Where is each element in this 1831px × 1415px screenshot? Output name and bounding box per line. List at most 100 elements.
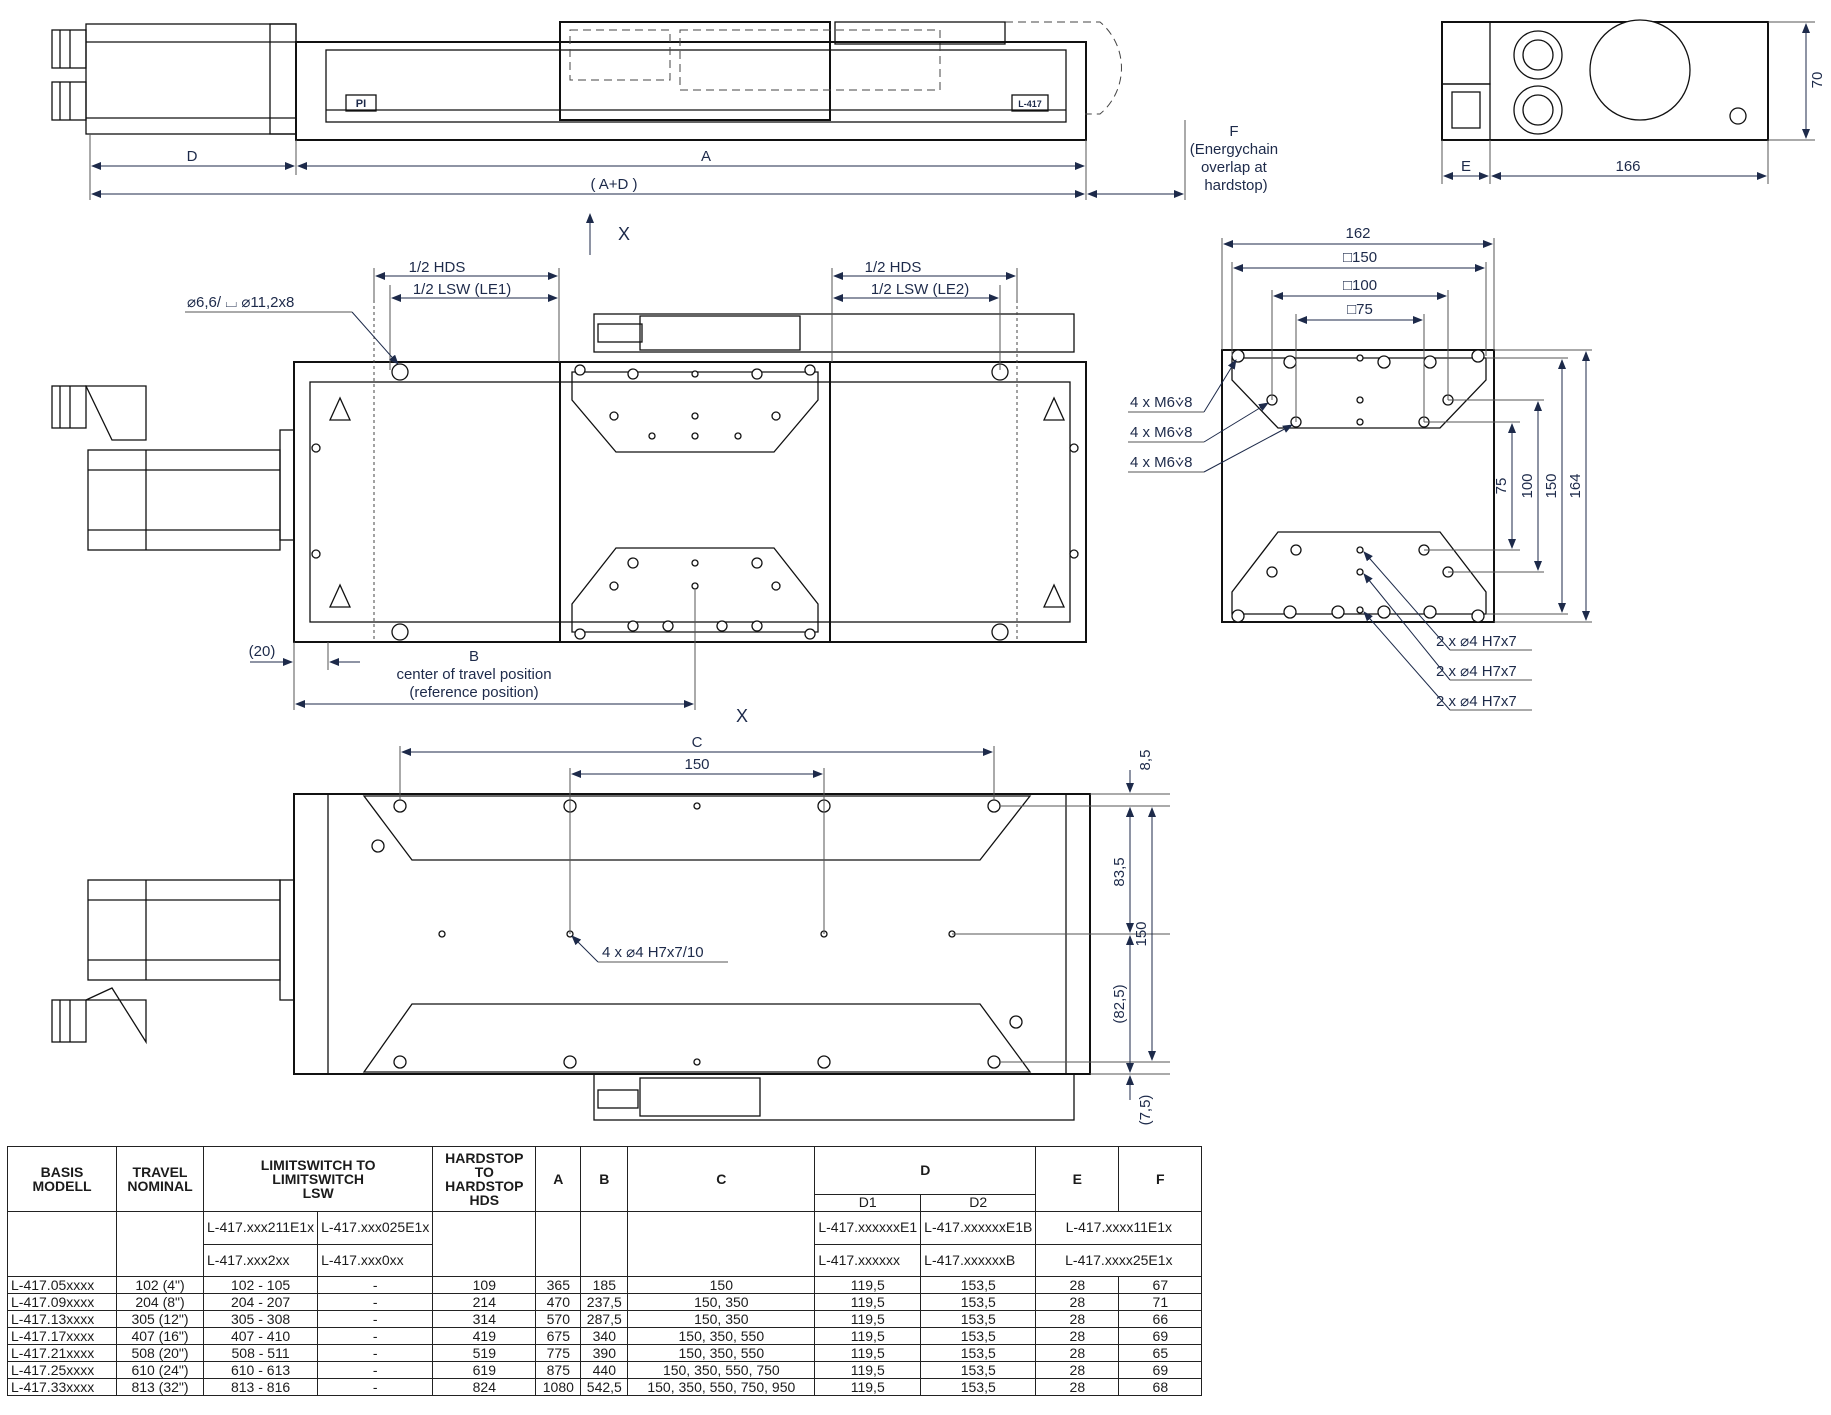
bottom-pin-callout: 4 x ⌀4 H7x7/10 [602, 944, 704, 961]
x-axis-label-bottom: X [736, 706, 748, 726]
pin-callout-2: 2 x ⌀4 H7x7 [1436, 663, 1517, 680]
table-cell: 153,5 [920, 1310, 1037, 1328]
table-cell: 109 [432, 1276, 537, 1294]
table-cell: 675 [535, 1327, 582, 1345]
table-cell: 153,5 [920, 1327, 1037, 1345]
table-cell: - [317, 1276, 434, 1294]
table-cell: 150, 350 [627, 1310, 816, 1328]
table-cell: 66 [1118, 1310, 1203, 1328]
mounting-hole-callout: ⌀6,6/ ⌴ ⌀11,2x8 [187, 294, 294, 311]
table-cell: 570 [535, 1310, 582, 1328]
e-variant-1: L-417.xxxx11E1x [1035, 1211, 1203, 1245]
table-cell: 1080 [535, 1378, 582, 1396]
table-cell: 365 [535, 1276, 582, 1294]
reference-position-label: (reference position) [409, 684, 538, 701]
dim-c-label: C [692, 734, 703, 751]
dim-162-label: 162 [1345, 225, 1370, 242]
table-cell: L-417.05xxxx [7, 1276, 117, 1294]
table-cell: 28 [1035, 1344, 1120, 1362]
table-cell: 237,5 [580, 1293, 629, 1311]
table-cell: L-417.13xxxx [7, 1310, 117, 1328]
table-cell: 119,5 [814, 1293, 922, 1311]
header-f: F [1118, 1146, 1203, 1212]
dim-b-label: B [469, 648, 479, 665]
x-axis-label-top: X [618, 224, 630, 244]
thread-callout-2: 4 x M6⩒8 [1130, 424, 1192, 441]
carriage-plate [1221, 349, 1495, 623]
table-cell: 287,5 [580, 1310, 629, 1328]
table-variant-row-2: L-417.xxx2xx L-417.xxx0xx L-417.xxxxxx L… [8, 1243, 1203, 1277]
lsw2-variant-1: L-417.xxx025E1x [317, 1211, 434, 1245]
header-c: C [627, 1146, 816, 1212]
motor-housing-bottom [87, 879, 281, 981]
table-cell: 610 - 613 [202, 1361, 319, 1379]
logo-left: PI [356, 98, 366, 110]
pin-callout-3: 2 x ⌀4 H7x7 [1436, 693, 1517, 710]
table-cell: 28 [1035, 1327, 1120, 1345]
table-cell: L-417.17xxxx [7, 1327, 117, 1345]
table-cell: 153,5 [920, 1276, 1037, 1294]
pin-callout-1: 2 x ⌀4 H7x7 [1436, 633, 1517, 650]
sq-150-label: □150 [1343, 249, 1377, 266]
table-cell: 610 (24") [116, 1361, 204, 1379]
table-cell: 775 [535, 1344, 582, 1362]
dim-a-label: A [701, 148, 711, 165]
table-cell: 28 [1035, 1310, 1120, 1328]
dim-835-label: 83,5 [1111, 857, 1128, 886]
plan-view: X [51, 213, 1087, 726]
v-100-label: 100 [1519, 473, 1536, 498]
table-cell: 824 [432, 1378, 537, 1396]
side-view: E 166 70 [1441, 19, 1826, 184]
table-cell: 407 - 410 [202, 1327, 319, 1345]
d2-variant-2: L-417.xxxxxxB [920, 1243, 1037, 1277]
table-cell: 119,5 [814, 1378, 922, 1396]
table-cell: 813 - 816 [202, 1378, 319, 1396]
v-75-label: 75 [1493, 478, 1510, 495]
thread-callout-3: 4 x M6⩒8 [1130, 454, 1192, 471]
dim-150-label: 150 [684, 756, 709, 773]
bottom-view: C 150 8,5 83,5 150 (82,5) (7,5) 4 x ⌀4 H… [51, 734, 1170, 1125]
table-cell: 407 (16") [116, 1327, 204, 1345]
center-travel-label: center of travel position [396, 666, 551, 683]
table-cell: 119,5 [814, 1344, 922, 1362]
table-cell: 813 (32") [116, 1378, 204, 1396]
table-cell: L-417.25xxxx [7, 1361, 117, 1379]
motor-flange [1589, 19, 1691, 121]
table-cell: 470 [535, 1293, 582, 1311]
header-b: B [580, 1146, 629, 1212]
d1-variant-1: L-417.xxxxxxE1 [814, 1211, 922, 1245]
dim-825-label: (82,5) [1111, 984, 1128, 1023]
table-cell: 619 [432, 1361, 537, 1379]
dim-d-label: D [187, 148, 198, 165]
connector-lower [51, 81, 87, 121]
v-150-label: 150 [1543, 473, 1560, 498]
table-cell: 28 [1035, 1361, 1120, 1379]
table-cell: 153,5 [920, 1378, 1037, 1396]
table-cell: 153,5 [920, 1344, 1037, 1362]
table-cell: 71 [1118, 1293, 1203, 1311]
header-e: E [1035, 1146, 1120, 1212]
lsw-right-label: 1/2 LSW (LE2) [871, 281, 969, 298]
carriage-top [559, 21, 831, 121]
table-cell: - [317, 1344, 434, 1362]
table-cell: 68 [1118, 1378, 1203, 1396]
table-cell: L-417.21xxxx [7, 1344, 117, 1362]
header-a: A [535, 1146, 582, 1212]
v-164-label: 164 [1567, 473, 1584, 498]
header-d2: D2 [920, 1193, 1037, 1213]
dim-v150-label: 150 [1133, 921, 1150, 946]
dim-ad-label: ( A+D ) [590, 176, 637, 193]
table-cell: 150, 350, 550 [627, 1344, 816, 1362]
table-cell: 204 (8") [116, 1293, 204, 1311]
d1-variant-2: L-417.xxxxxx [814, 1243, 922, 1277]
table-cell: 204 - 207 [202, 1293, 319, 1311]
